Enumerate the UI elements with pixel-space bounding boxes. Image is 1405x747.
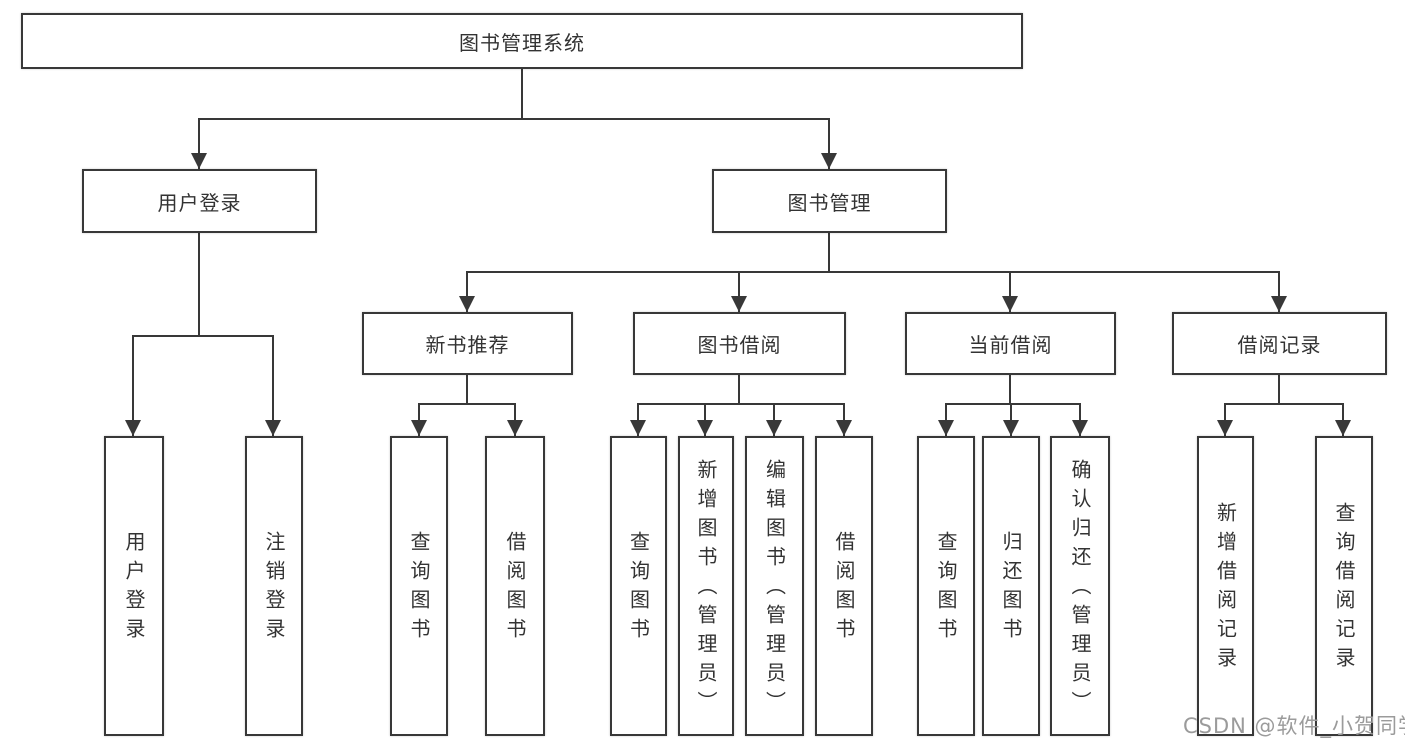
node-root: 图书管理系统 xyxy=(21,13,1023,69)
arrowhead-icon xyxy=(1072,420,1088,436)
connector-line xyxy=(132,335,134,436)
arrowhead-icon xyxy=(821,153,837,169)
arrowhead-icon xyxy=(697,420,713,436)
arrowhead-icon xyxy=(507,420,523,436)
node-new-book-recommend: 新书推荐 xyxy=(362,312,573,375)
connector-line xyxy=(418,403,420,436)
leaf-return-book: 归还图书 xyxy=(982,436,1040,736)
connector-line xyxy=(738,271,740,312)
connector-line xyxy=(1224,403,1344,405)
arrowhead-icon xyxy=(766,420,782,436)
connector-line xyxy=(466,271,1280,273)
leaf-query-book-recommend: 查询图书 xyxy=(390,436,448,736)
connector-line xyxy=(1278,375,1280,405)
arrowhead-icon xyxy=(265,420,281,436)
connector-line xyxy=(198,118,200,169)
arrowhead-icon xyxy=(1217,420,1233,436)
arrowhead-icon xyxy=(731,296,747,312)
connector-line xyxy=(843,403,845,436)
csdn-watermark: CSDN @软件_小贺同学 xyxy=(1183,714,1405,738)
arrowhead-icon xyxy=(938,420,954,436)
arrowhead-icon xyxy=(1335,420,1351,436)
connector-line xyxy=(514,403,516,436)
leaf-query-borrow-record: 查询借阅记录 xyxy=(1315,436,1373,736)
connector-line xyxy=(828,233,830,273)
arrowhead-icon xyxy=(459,296,475,312)
arrowhead-icon xyxy=(125,420,141,436)
arrowhead-icon xyxy=(1271,296,1287,312)
connector-line xyxy=(704,403,706,436)
arrowhead-icon xyxy=(191,153,207,169)
leaf-borrow-book-recommend: 借阅图书 xyxy=(485,436,545,736)
leaf-add-book-admin: 新增图书（管理员） xyxy=(678,436,734,736)
node-borrow-records: 借阅记录 xyxy=(1172,312,1387,375)
connector-line xyxy=(1278,271,1280,312)
arrowhead-icon xyxy=(1003,420,1019,436)
leaf-query-book-current: 查询图书 xyxy=(917,436,975,736)
leaf-logout: 注销登录 xyxy=(245,436,303,736)
connector-line xyxy=(1009,375,1011,405)
node-book-management: 图书管理 xyxy=(712,169,947,233)
connector-line xyxy=(1342,403,1344,436)
node-user-login: 用户登录 xyxy=(82,169,317,233)
connector-line xyxy=(637,403,639,436)
connector-line xyxy=(828,118,830,169)
leaf-confirm-return-admin: 确认归还（管理员） xyxy=(1050,436,1110,736)
connector-line xyxy=(198,233,200,337)
node-current-borrow: 当前借阅 xyxy=(905,312,1116,375)
connector-line xyxy=(738,375,740,405)
node-book-borrow: 图书借阅 xyxy=(633,312,846,375)
connector-line xyxy=(272,335,274,436)
connector-line xyxy=(466,375,468,405)
connector-line xyxy=(945,403,1081,405)
connector-line xyxy=(1010,403,1012,436)
connector-line xyxy=(637,403,845,405)
connector-line xyxy=(1009,271,1011,312)
connector-line xyxy=(132,335,274,337)
connector-line xyxy=(198,118,830,120)
arrowhead-icon xyxy=(411,420,427,436)
connector-line xyxy=(521,69,523,120)
leaf-user-login: 用户登录 xyxy=(104,436,164,736)
leaf-query-book-borrow: 查询图书 xyxy=(610,436,667,736)
connector-line xyxy=(773,403,775,436)
connector-line xyxy=(1224,403,1226,436)
connector-line xyxy=(1079,403,1081,436)
arrowhead-icon xyxy=(1002,296,1018,312)
connector-line xyxy=(945,403,947,436)
connector-line xyxy=(466,271,468,312)
leaf-edit-book-admin: 编辑图书（管理员） xyxy=(745,436,804,736)
connector-line xyxy=(418,403,516,405)
leaf-borrow-book: 借阅图书 xyxy=(815,436,873,736)
arrowhead-icon xyxy=(630,420,646,436)
arrowhead-icon xyxy=(836,420,852,436)
leaf-add-borrow-record: 新增借阅记录 xyxy=(1197,436,1254,736)
